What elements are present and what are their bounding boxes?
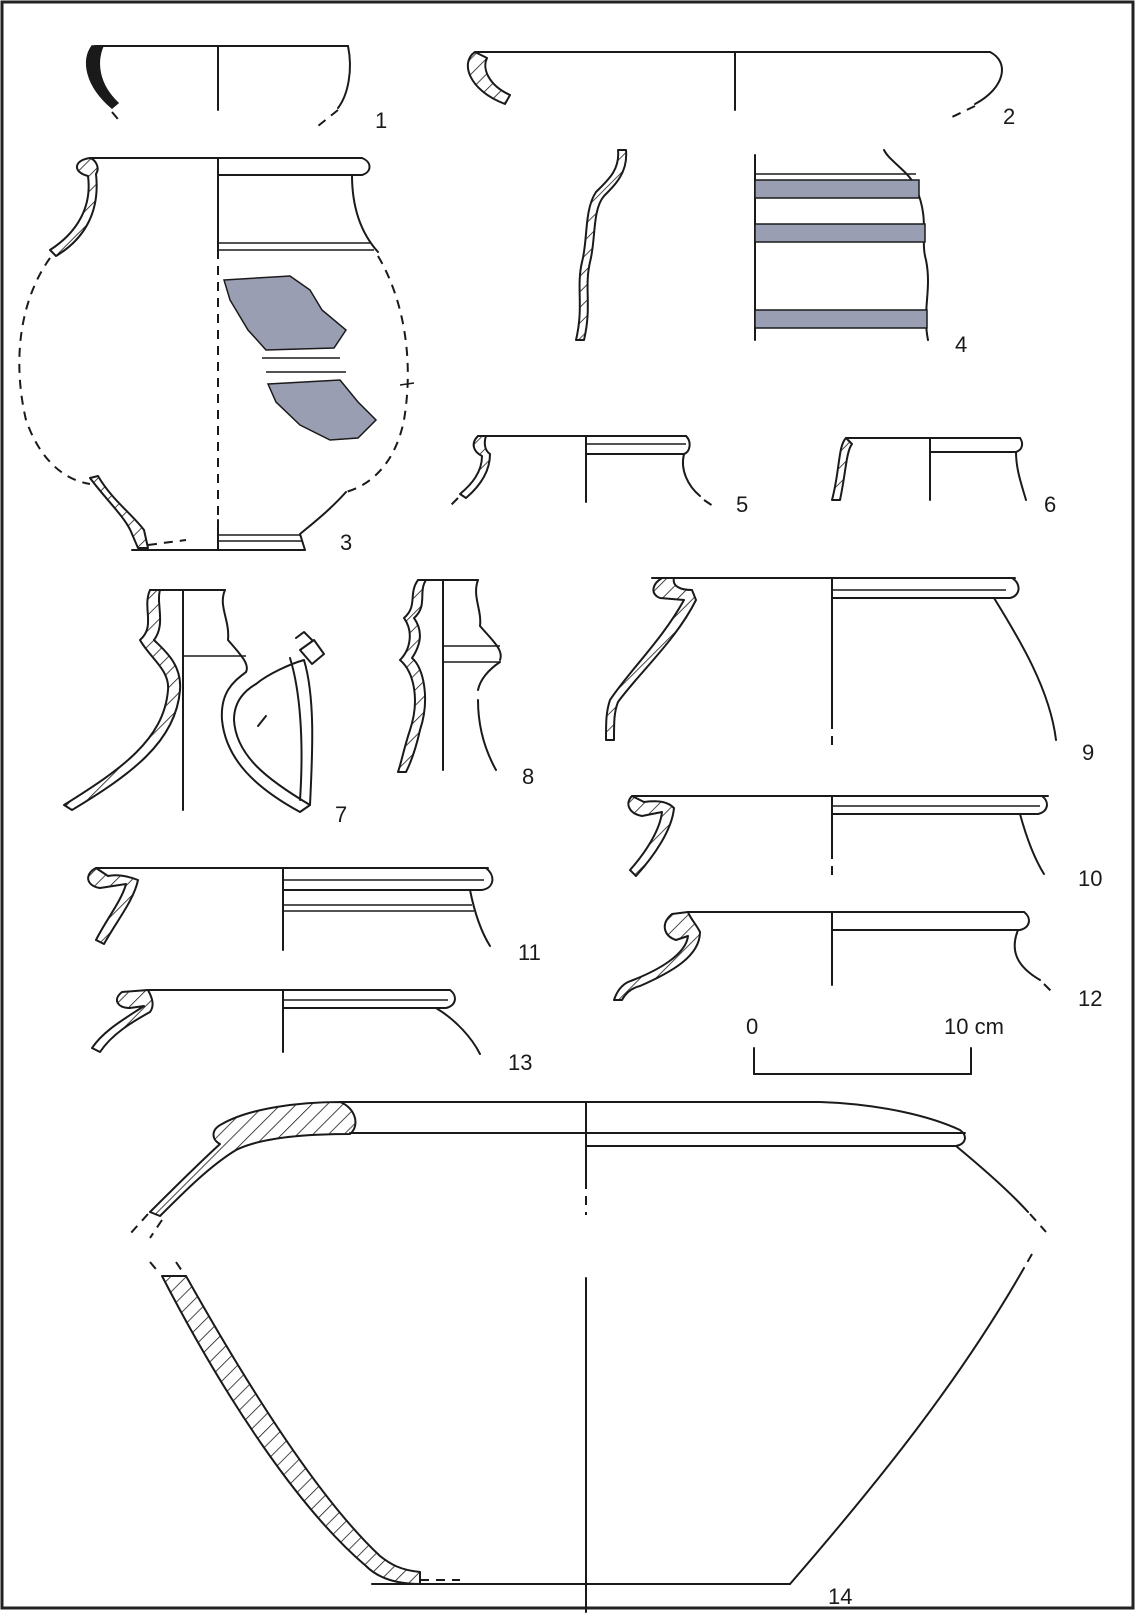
vessel-14: 14 [129, 1101, 1047, 1613]
vessel-10: 10 [627, 795, 1102, 891]
scale-start-label: 0 [746, 1014, 758, 1039]
vessel-8: 8 [397, 579, 534, 789]
vessel-9: 9 [605, 577, 1094, 765]
vessel-5: 5 [449, 435, 748, 517]
scale-bar: 0 10 cm [746, 1014, 1004, 1075]
figure-label-14: 14 [828, 1584, 852, 1609]
figure-label-7: 7 [335, 802, 347, 827]
vessel-12: 12 [613, 911, 1102, 1011]
figure-label-1: 1 [375, 108, 387, 133]
figure-label-8: 8 [522, 764, 534, 789]
vessel-11: 11 [87, 867, 541, 965]
figure-label-12: 12 [1078, 986, 1102, 1011]
figure-label-3: 3 [340, 530, 352, 555]
vessel-2: 2 [466, 51, 1015, 129]
vessel-7: 7 [63, 589, 347, 827]
vessel-6: 6 [831, 437, 1056, 517]
figure-label-6: 6 [1044, 492, 1056, 517]
figure-label-2: 2 [1003, 104, 1015, 129]
figure-label-9: 9 [1082, 740, 1094, 765]
figure-label-10: 10 [1078, 866, 1102, 891]
vessel-4: 4 [575, 149, 967, 357]
scale-end-label: 10 cm [944, 1014, 1004, 1039]
vessel-1: 1 [85, 45, 387, 133]
figure-label-5: 5 [736, 492, 748, 517]
figure-label-13: 13 [508, 1050, 532, 1075]
figure-label-4: 4 [955, 332, 967, 357]
vessel-3: 3 [18, 157, 415, 555]
vessel-13: 13 [91, 989, 532, 1075]
figure-label-11: 11 [518, 940, 541, 965]
